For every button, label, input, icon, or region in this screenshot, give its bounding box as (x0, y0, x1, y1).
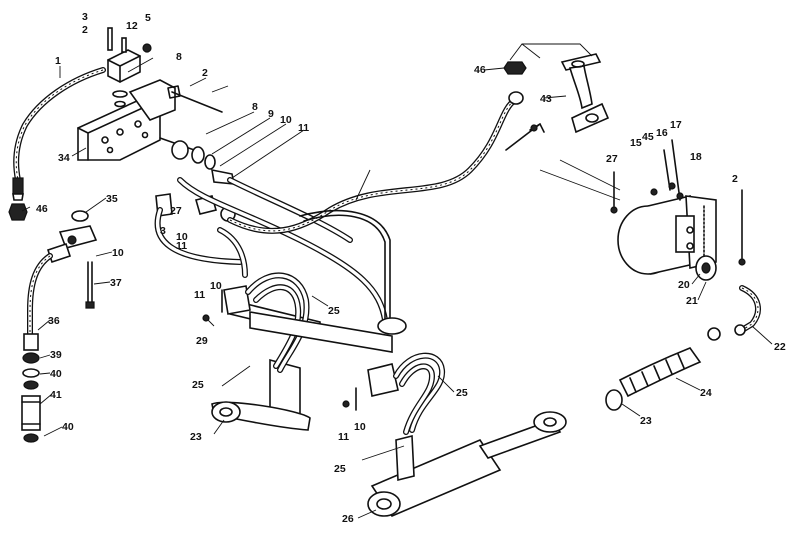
callout-40-lower: 40 (62, 421, 74, 433)
crossbar (249, 311, 407, 353)
nut-46-top (503, 61, 527, 75)
callout-37: 37 (110, 277, 122, 289)
callout-2: 2 (82, 24, 88, 36)
valve-block-34 (77, 79, 176, 161)
callout-labels: 3 2 12 5 1 8 2 8 9 10 11 34 35 46 27 3 1… (36, 11, 786, 525)
elbow-fitting (46, 225, 98, 264)
callout-11-left: 11 (194, 289, 205, 301)
callout-22: 22 (774, 341, 786, 353)
callout-2-right: 2 (732, 173, 738, 185)
callout-2-top: 2 (202, 67, 208, 79)
callout-12: 12 (126, 20, 138, 32)
pump-15 (617, 195, 717, 275)
callout-21: 21 (686, 295, 698, 307)
callout-10-mid: 10 (176, 231, 188, 243)
callout-25-c: 25 (456, 387, 468, 399)
callout-17: 17 (670, 119, 682, 131)
washer-40 (22, 368, 40, 390)
bolts-10-11 (202, 289, 357, 411)
callout-27-right: 27 (606, 153, 618, 165)
bolt-2-7 (167, 85, 223, 113)
callout-36: 36 (48, 315, 60, 327)
callout-34: 34 (58, 152, 70, 164)
small-fittings-mid (505, 123, 545, 151)
callout-20: 20 (678, 279, 690, 291)
callout-25-b: 25 (192, 379, 204, 391)
hose-1 (12, 67, 106, 201)
tube-3 (299, 209, 391, 319)
callout-10-lower: 10 (354, 421, 366, 433)
pipe-43 (560, 53, 610, 134)
callout-45: 45 (642, 131, 654, 143)
callout-43: 43 (540, 93, 552, 105)
flange-21 (695, 255, 717, 281)
callout-11-mid: 11 (176, 240, 187, 252)
bolt-2-right (738, 189, 746, 266)
callout-8-mid: 8 (252, 101, 258, 113)
callout-16: 16 (656, 127, 668, 139)
upper-small-block (107, 27, 152, 108)
cylinder-right (367, 363, 567, 517)
callout-3-mid: 3 (160, 225, 166, 237)
callout-15: 15 (630, 137, 642, 149)
callout-35: 35 (106, 193, 118, 205)
hose-pair-upper (177, 177, 388, 323)
callout-10-left2: 10 (210, 280, 222, 292)
leader-lines (21, 57, 773, 519)
callout-9: 9 (268, 108, 274, 120)
hose-22 (734, 285, 761, 336)
callout-11-top: 11 (298, 122, 309, 134)
callout-46-left: 46 (36, 203, 48, 215)
filter-41 (21, 395, 41, 443)
hose-lower-left (154, 207, 248, 278)
nut-46-left (8, 203, 28, 221)
callout-25-d: 25 (334, 463, 346, 475)
callout-24: 24 (700, 387, 712, 399)
callout-39: 39 (50, 349, 62, 361)
clamp-23-right (707, 327, 721, 341)
callout-46-top: 46 (474, 64, 486, 76)
callout-11-lower: 11 (338, 431, 349, 443)
callout-10-left: 10 (112, 247, 124, 259)
fittings-8-9-10 (159, 137, 235, 185)
callout-29: 29 (196, 335, 208, 347)
bolts-16-17 (650, 139, 684, 201)
bolt-37 (85, 261, 95, 309)
hoses-25-right (393, 352, 446, 435)
washer-39 (22, 352, 40, 364)
callout-27-left: 27 (170, 205, 182, 217)
callout-41: 41 (50, 389, 62, 401)
callout-23-left: 23 (190, 431, 202, 443)
hoses-25-left (245, 272, 310, 373)
callout-23-right: 23 (640, 415, 652, 427)
hose-24 (618, 347, 702, 398)
callout-8-top: 8 (176, 51, 182, 63)
fitting-35 (71, 210, 89, 222)
bolt-27-right (610, 171, 618, 214)
pressure-hose-right (227, 91, 524, 234)
callout-10-top: 10 (280, 114, 292, 126)
clamp-23-lower (605, 389, 623, 411)
callout-3: 3 (82, 11, 88, 23)
callout-5: 5 (145, 12, 151, 24)
callout-26: 26 (342, 513, 354, 525)
callout-1: 1 (55, 55, 61, 67)
callout-25-a: 25 (328, 305, 340, 317)
hose-36 (23, 253, 53, 351)
callout-18: 18 (690, 151, 702, 163)
callout-40-upper: 40 (50, 368, 62, 380)
